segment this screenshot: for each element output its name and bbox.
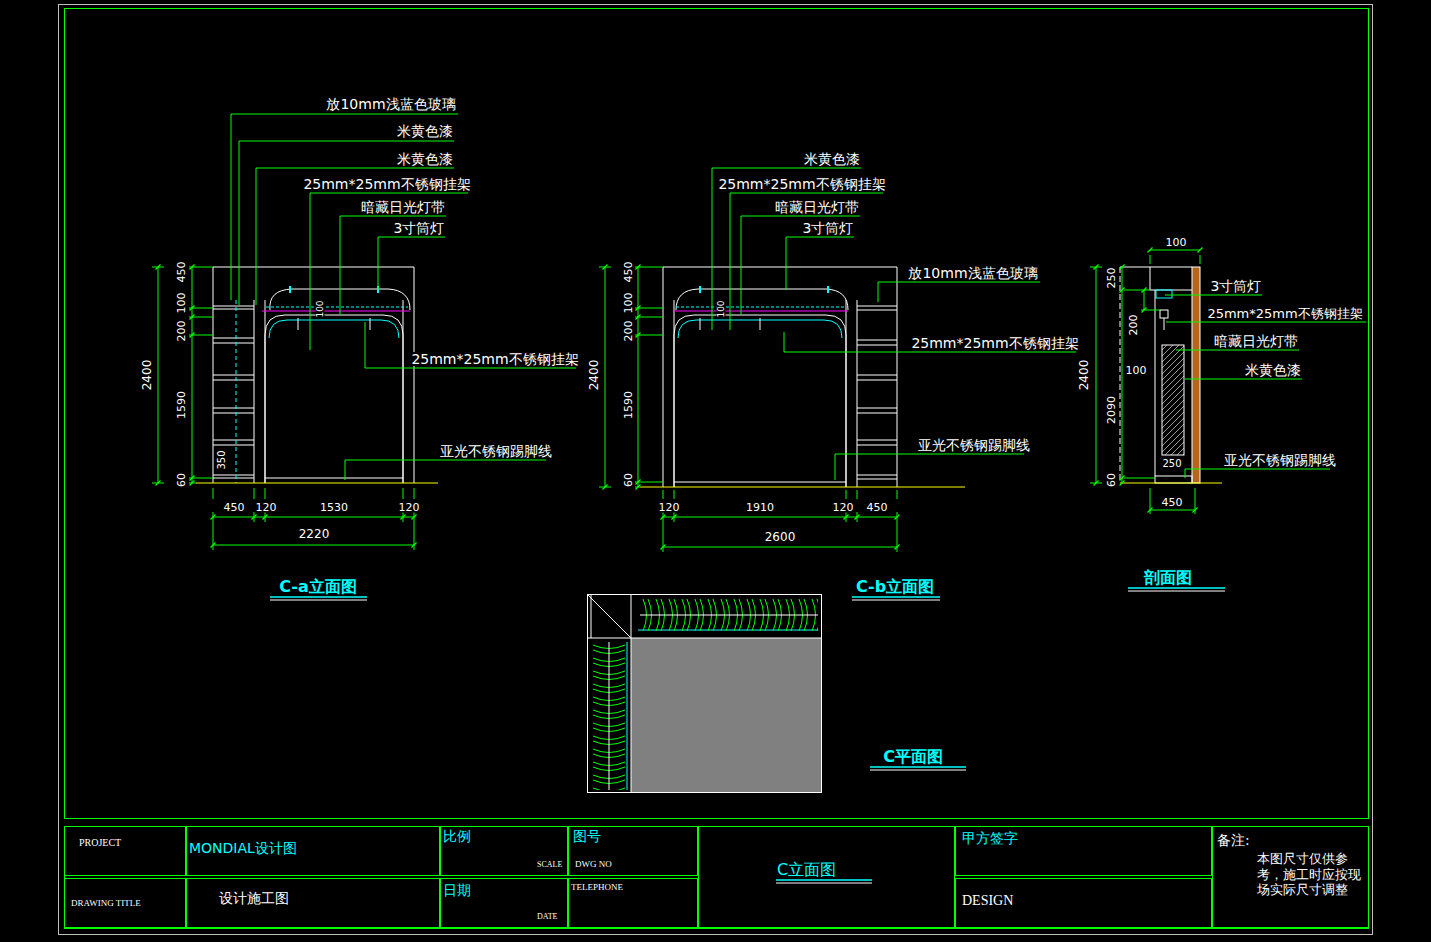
sheet-frame [59,5,1373,935]
cell-heading: DRAWING TITLE [71,899,141,909]
callout-label: 25mm*25mm不锈钢挂架 [717,177,886,191]
cell-text: SCALE [537,861,562,870]
dimension-lines-section [1090,250,1200,514]
leader-lines-cb [712,168,1076,480]
callout-label: 25mm*25mm不锈钢挂架 [302,177,471,191]
dimension-value: 100 [176,292,187,315]
leader-lines-section [1165,295,1366,478]
dimension-value: 120 [398,502,421,513]
title-underline [270,588,1225,883]
callout-label: 亚光不锈钢踢脚线 [439,444,553,458]
dimension-value: 120 [832,502,855,513]
cell-heading: DESIGN [962,893,1013,908]
dimension-value: 60 [176,472,187,488]
cell-heading: 日期 [443,883,471,898]
dimension-value: 450 [176,261,187,284]
elevation-ca [196,267,438,483]
callout-label: 3寸筒灯 [802,221,855,235]
dimension-value: 100 [1165,237,1188,248]
signature-cell: 甲方签字 [955,826,1212,876]
leader-lines-ca [231,114,576,480]
remarks-cell: 备注: 本图尺寸仅供参考，施工时应按现场实际尺寸调整 [1212,826,1369,928]
dimension-value: 2400 [588,359,600,392]
dimension-value: 2400 [1078,359,1090,392]
dimension-value: 60 [623,472,634,488]
dimension-value: 100 [316,299,325,318]
dimension-value: 250 [1106,267,1117,290]
dimension-lines-ca [152,267,414,550]
dimension-value: 200 [1128,314,1139,337]
dimension-value: 100 [717,299,726,318]
callout-label: 暗藏日光灯带 [1213,334,1299,348]
callout-label: 3寸筒灯 [1210,279,1263,293]
dimension-value: 1910 [745,502,775,513]
view-title: 剖面图 [1143,570,1193,586]
view-title: C平面图 [882,749,944,765]
callout-label: 暗藏日光灯带 [360,200,446,214]
callout-label: 25mm*25mm不锈钢挂架 [410,352,579,366]
callout-label: 米黄色漆 [396,124,454,138]
title-cell: DRAWING TITLE [64,878,186,928]
callout-label: 放10mm浅蓝色玻璃 [325,97,456,111]
cell-heading: 图号 [573,829,601,844]
dimension-value: 1530 [319,502,349,513]
cell-heading: MONDIAL设计图 [189,841,297,856]
cell-heading: C立面图 [777,861,836,879]
dimension-value: 2400 [141,359,153,392]
title-cell: 日期 DATE [440,878,568,928]
callout-label: 亚光不锈钢踢脚线 [1223,453,1337,467]
dimension-value: 2600 [764,531,797,543]
dimension-value: 1590 [176,390,187,420]
dimension-value: 250 [1161,459,1182,469]
dimension-value: 120 [658,502,681,513]
dimension-value: 200 [176,320,187,343]
callout-label: 暗藏日光灯带 [774,200,860,214]
cell-text: DWG NO [575,860,612,870]
dimension-value: 100 [1125,365,1148,376]
dimension-value: 100 [623,292,634,315]
dimension-value: 450 [623,261,634,284]
callout-label: 3寸筒灯 [393,221,446,235]
callout-label: 米黄色漆 [803,152,861,166]
view-title: C-b立面图 [855,579,935,595]
title-cell: 图号 DWG NO [568,826,698,876]
title-cell: PROJECT [64,826,186,876]
dimension-value: 60 [1106,472,1117,488]
cell-heading: 设计施工图 [219,891,289,906]
title-cell: TELEPHONE [568,878,698,928]
callout-label: 米黄色漆 [396,152,454,166]
cell-heading: TELEPHONE [571,883,623,893]
dimension-value: 200 [623,320,634,343]
dimension-value: 450 [866,502,889,513]
dimension-value: 1590 [623,390,634,420]
dimension-value: 450 [1161,497,1184,508]
title-cell: 比例 SCALE [440,826,568,876]
drawing-name-cell: C立面图 [698,826,955,928]
section-view [1120,267,1222,483]
cell-heading: PROJECT [79,837,121,848]
view-title: C-a立面图 [278,579,358,595]
cell-text: 本图尺寸仅供参考，施工时应按现场实际尺寸调整 [1257,851,1361,898]
plan-view [587,594,822,793]
dimension-value: 450 [223,502,246,513]
dimension-lines-cb [599,267,897,552]
callout-label: 25mm*25mm不锈钢挂架 [910,336,1079,350]
title-cell: DESIGN [955,878,1212,928]
cell-text: DATE [537,913,557,922]
callout-label: 亚光不锈钢踢脚线 [917,438,1031,452]
dimension-value: 2220 [298,528,331,540]
dimension-value: 120 [255,502,278,513]
title-cell: MONDIAL设计图 [186,826,440,876]
callout-label: 放10mm浅蓝色玻璃 [907,266,1038,280]
callout-label: 米黄色漆 [1244,363,1302,377]
cell-heading: 备注: [1217,833,1250,848]
dimension-value: 350 [217,449,227,470]
dimension-value: 2090 [1106,395,1117,425]
cell-heading: 比例 [443,829,471,844]
callout-label: 25mm*25mm不锈钢挂架 [1206,307,1363,320]
title-cell: 设计施工图 [186,878,440,928]
cell-heading: 甲方签字 [962,831,1018,846]
